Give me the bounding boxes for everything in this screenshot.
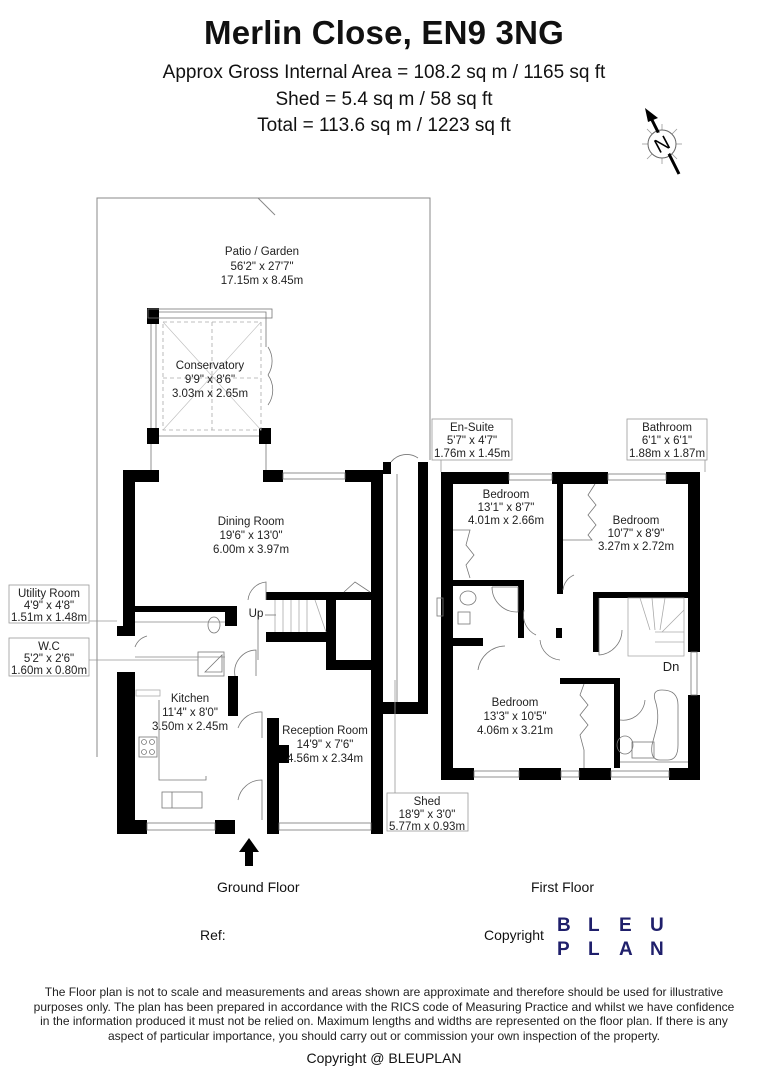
svg-text:Utility Room: Utility Room <box>18 588 80 600</box>
svg-text:5.77m x 0.93m: 5.77m x 0.93m <box>389 821 465 833</box>
svg-text:Conservatory: Conservatory <box>176 360 245 372</box>
garden-boundary <box>96 197 431 757</box>
svg-text:6.00m x 3.97m: 6.00m x 3.97m <box>213 544 289 556</box>
stairs-down-label: Dn <box>663 659 680 674</box>
svg-text:10'7" x 8'9": 10'7" x 8'9" <box>608 528 665 540</box>
svg-text:1.51m x 1.48m: 1.51m x 1.48m <box>11 612 87 624</box>
ref-label: Ref: <box>200 927 226 943</box>
svg-text:4.56m x 2.34m: 4.56m x 2.34m <box>287 753 363 765</box>
svg-text:56'2" x 27'7": 56'2" x 27'7" <box>230 261 293 273</box>
svg-text:En-Suite: En-Suite <box>450 422 494 434</box>
first-floor-walls <box>441 472 700 780</box>
svg-text:Reception Room: Reception Room <box>282 725 368 737</box>
svg-text:Bedroom: Bedroom <box>483 489 530 501</box>
entrance-arrow-icon <box>239 838 259 866</box>
stairs-up-label: Up <box>249 608 264 620</box>
svg-text:5'7" x 4'7": 5'7" x 4'7" <box>447 435 497 447</box>
svg-text:13'1" x 8'7": 13'1" x 8'7" <box>478 502 535 514</box>
svg-text:6'1" x 6'1": 6'1" x 6'1" <box>642 435 692 447</box>
svg-text:14'9" x 7'6": 14'9" x 7'6" <box>297 739 354 751</box>
ground-floor-details <box>134 454 419 831</box>
ground-floor-walls <box>117 462 428 834</box>
copyright-label: Copyright <box>484 927 544 943</box>
svg-text:Shed: Shed <box>414 796 441 808</box>
svg-text:5'2" x 2'6": 5'2" x 2'6" <box>24 653 74 665</box>
svg-text:4.01m x 2.66m: 4.01m x 2.66m <box>468 515 544 527</box>
svg-text:18'9" x 3'0": 18'9" x 3'0" <box>399 809 456 821</box>
svg-text:Bedroom: Bedroom <box>492 697 539 709</box>
first-floor-label: First Floor <box>531 879 594 895</box>
copyright-line: Copyright @ BLEUPLAN <box>306 1050 462 1066</box>
svg-text:Bathroom: Bathroom <box>642 422 692 434</box>
ground-floor-labels: Patio / Garden 56'2" x 27'7" 17.15m x 8.… <box>152 246 368 765</box>
svg-text:9'9" x 8'6": 9'9" x 8'6" <box>185 374 235 386</box>
svg-text:Bedroom: Bedroom <box>613 515 660 527</box>
svg-text:Kitchen: Kitchen <box>171 693 209 705</box>
svg-text:4'9" x 4'8": 4'9" x 4'8" <box>24 600 74 612</box>
svg-text:17.15m x 8.45m: 17.15m x 8.45m <box>221 275 303 287</box>
svg-text:13'3" x 10'5": 13'3" x 10'5" <box>483 711 546 723</box>
room-name: Patio / Garden <box>225 246 299 258</box>
page-title: Merlin Close, EN9 3NG <box>204 14 564 51</box>
ground-floor-label: Ground Floor <box>217 879 300 895</box>
svg-text:1.60m x 0.80m: 1.60m x 0.80m <box>11 665 87 677</box>
svg-text:1.76m x 1.45m: 1.76m x 1.45m <box>434 448 510 460</box>
gross-internal-area: Approx Gross Internal Area = 108.2 sq m … <box>162 62 606 83</box>
svg-text:3.03m x 2.65m: 3.03m x 2.65m <box>172 388 248 400</box>
north-arrow-icon: N <box>642 108 682 175</box>
callouts <box>8 418 708 832</box>
svg-text:4.06m x 3.21m: 4.06m x 3.21m <box>477 725 553 737</box>
disclaimer: The Floor plan is not to scale and measu… <box>33 985 735 1043</box>
svg-text:11'4" x 8'0": 11'4" x 8'0" <box>162 707 218 719</box>
svg-text:19'6" x 13'0": 19'6" x 13'0" <box>219 530 282 542</box>
svg-text:3.50m x 2.45m: 3.50m x 2.45m <box>152 721 228 733</box>
svg-text:W.C: W.C <box>38 641 60 653</box>
first-floor-details <box>436 473 698 778</box>
shed-area: Shed = 5.4 sq m / 58 sq ft <box>275 89 493 110</box>
svg-text:3.27m x 2.72m: 3.27m x 2.72m <box>598 541 674 553</box>
svg-text:1.88m x 1.87m: 1.88m x 1.87m <box>629 448 705 460</box>
conservatory-walls <box>147 308 274 470</box>
total-area: Total = 113.6 sq m / 1223 sq ft <box>257 115 511 136</box>
svg-text:Dining Room: Dining Room <box>218 516 284 528</box>
